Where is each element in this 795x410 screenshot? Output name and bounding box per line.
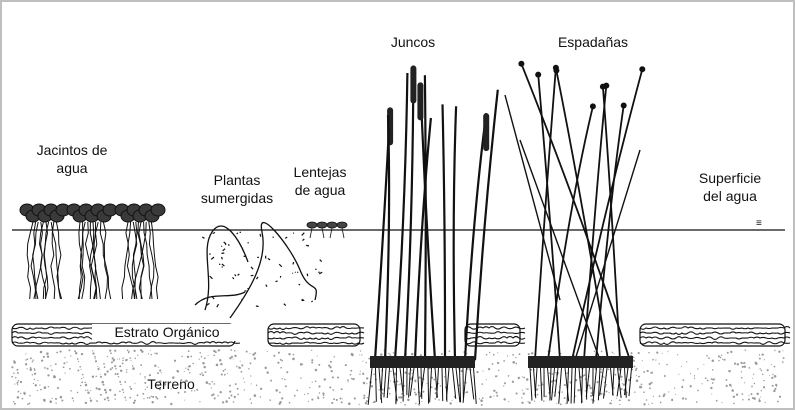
label-estrato: Estrato Orgánico (92, 324, 242, 341)
label-plantas-2: sumergidas (192, 190, 282, 207)
jacintos-plants (20, 204, 165, 299)
espadanas-plants (505, 61, 645, 404)
label-juncos: Juncos (378, 34, 448, 51)
label-jacintos-2: agua (22, 160, 122, 177)
label-lentejas-2: de agua (280, 182, 360, 199)
water-mark-icon: ≡ (756, 218, 762, 229)
submerged-plants (195, 223, 322, 318)
label-espadanas: Espadañas (548, 34, 638, 51)
label-superficie-1: Superficie (680, 170, 780, 187)
label-superficie-2: del agua (680, 188, 780, 205)
label-lentejas-1: Lentejas (280, 164, 360, 181)
juncos-plants (368, 66, 498, 405)
label-terreno: Terreno (126, 376, 216, 393)
label-plantas-1: Plantas (192, 172, 282, 189)
label-jacintos-1: Jacintos de (22, 142, 122, 159)
